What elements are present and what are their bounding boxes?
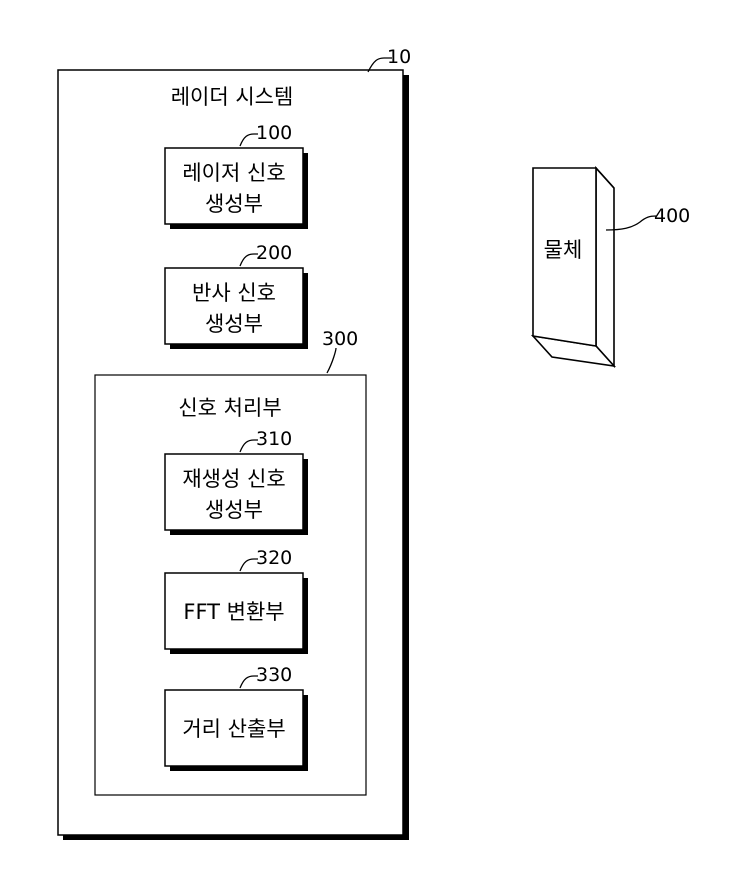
distance-calculator-box <box>164 689 308 771</box>
processor-ref: 300 <box>322 328 358 350</box>
reflected-signal-generator-label-line1: 반사 신호 <box>192 281 276 305</box>
regenerated-signal-generator-label-line2: 생성부 <box>205 498 263 522</box>
object-label: 물체 <box>544 238 583 262</box>
reflected-signal-generator-label-line2: 생성부 <box>205 312 263 336</box>
radar-system-ref: 10 <box>387 46 411 68</box>
laser-ref-leader <box>239 133 258 147</box>
object-block <box>530 165 617 369</box>
laser-signal-generator-box <box>164 147 308 229</box>
signal-processor-title: 신호 처리부 <box>178 396 281 420</box>
reflect-ref: 200 <box>256 242 292 264</box>
radar-system-ref-leader <box>367 57 392 73</box>
fft-transformer-label: FFT 변환부 <box>183 600 284 624</box>
fft-transformer-box <box>164 572 308 654</box>
laser-signal-generator-label-line1: 레이저 신호 <box>182 161 285 185</box>
distance-ref-leader <box>239 675 258 689</box>
fft-ref: 320 <box>256 547 292 569</box>
reflected-signal-generator-box <box>164 267 308 349</box>
regenerated-signal-generator-box <box>164 453 308 535</box>
fft-ref-leader <box>239 558 258 572</box>
regen-ref: 310 <box>256 428 292 450</box>
processor-ref-leader <box>326 347 337 374</box>
regen-ref-leader <box>239 439 258 453</box>
distance-calculator-label: 거리 산출부 <box>182 717 285 741</box>
reflect-ref-leader <box>239 253 258 267</box>
radar-system-title: 레이더 시스템 <box>171 85 294 109</box>
laser-signal-generator-label-line2: 생성부 <box>205 192 263 216</box>
object-ref: 400 <box>654 205 690 227</box>
regenerated-signal-generator-label-line1: 재생성 신호 <box>182 467 285 491</box>
distance-ref: 330 <box>256 664 292 686</box>
laser-ref: 100 <box>256 122 292 144</box>
object-ref-leader <box>605 215 657 231</box>
